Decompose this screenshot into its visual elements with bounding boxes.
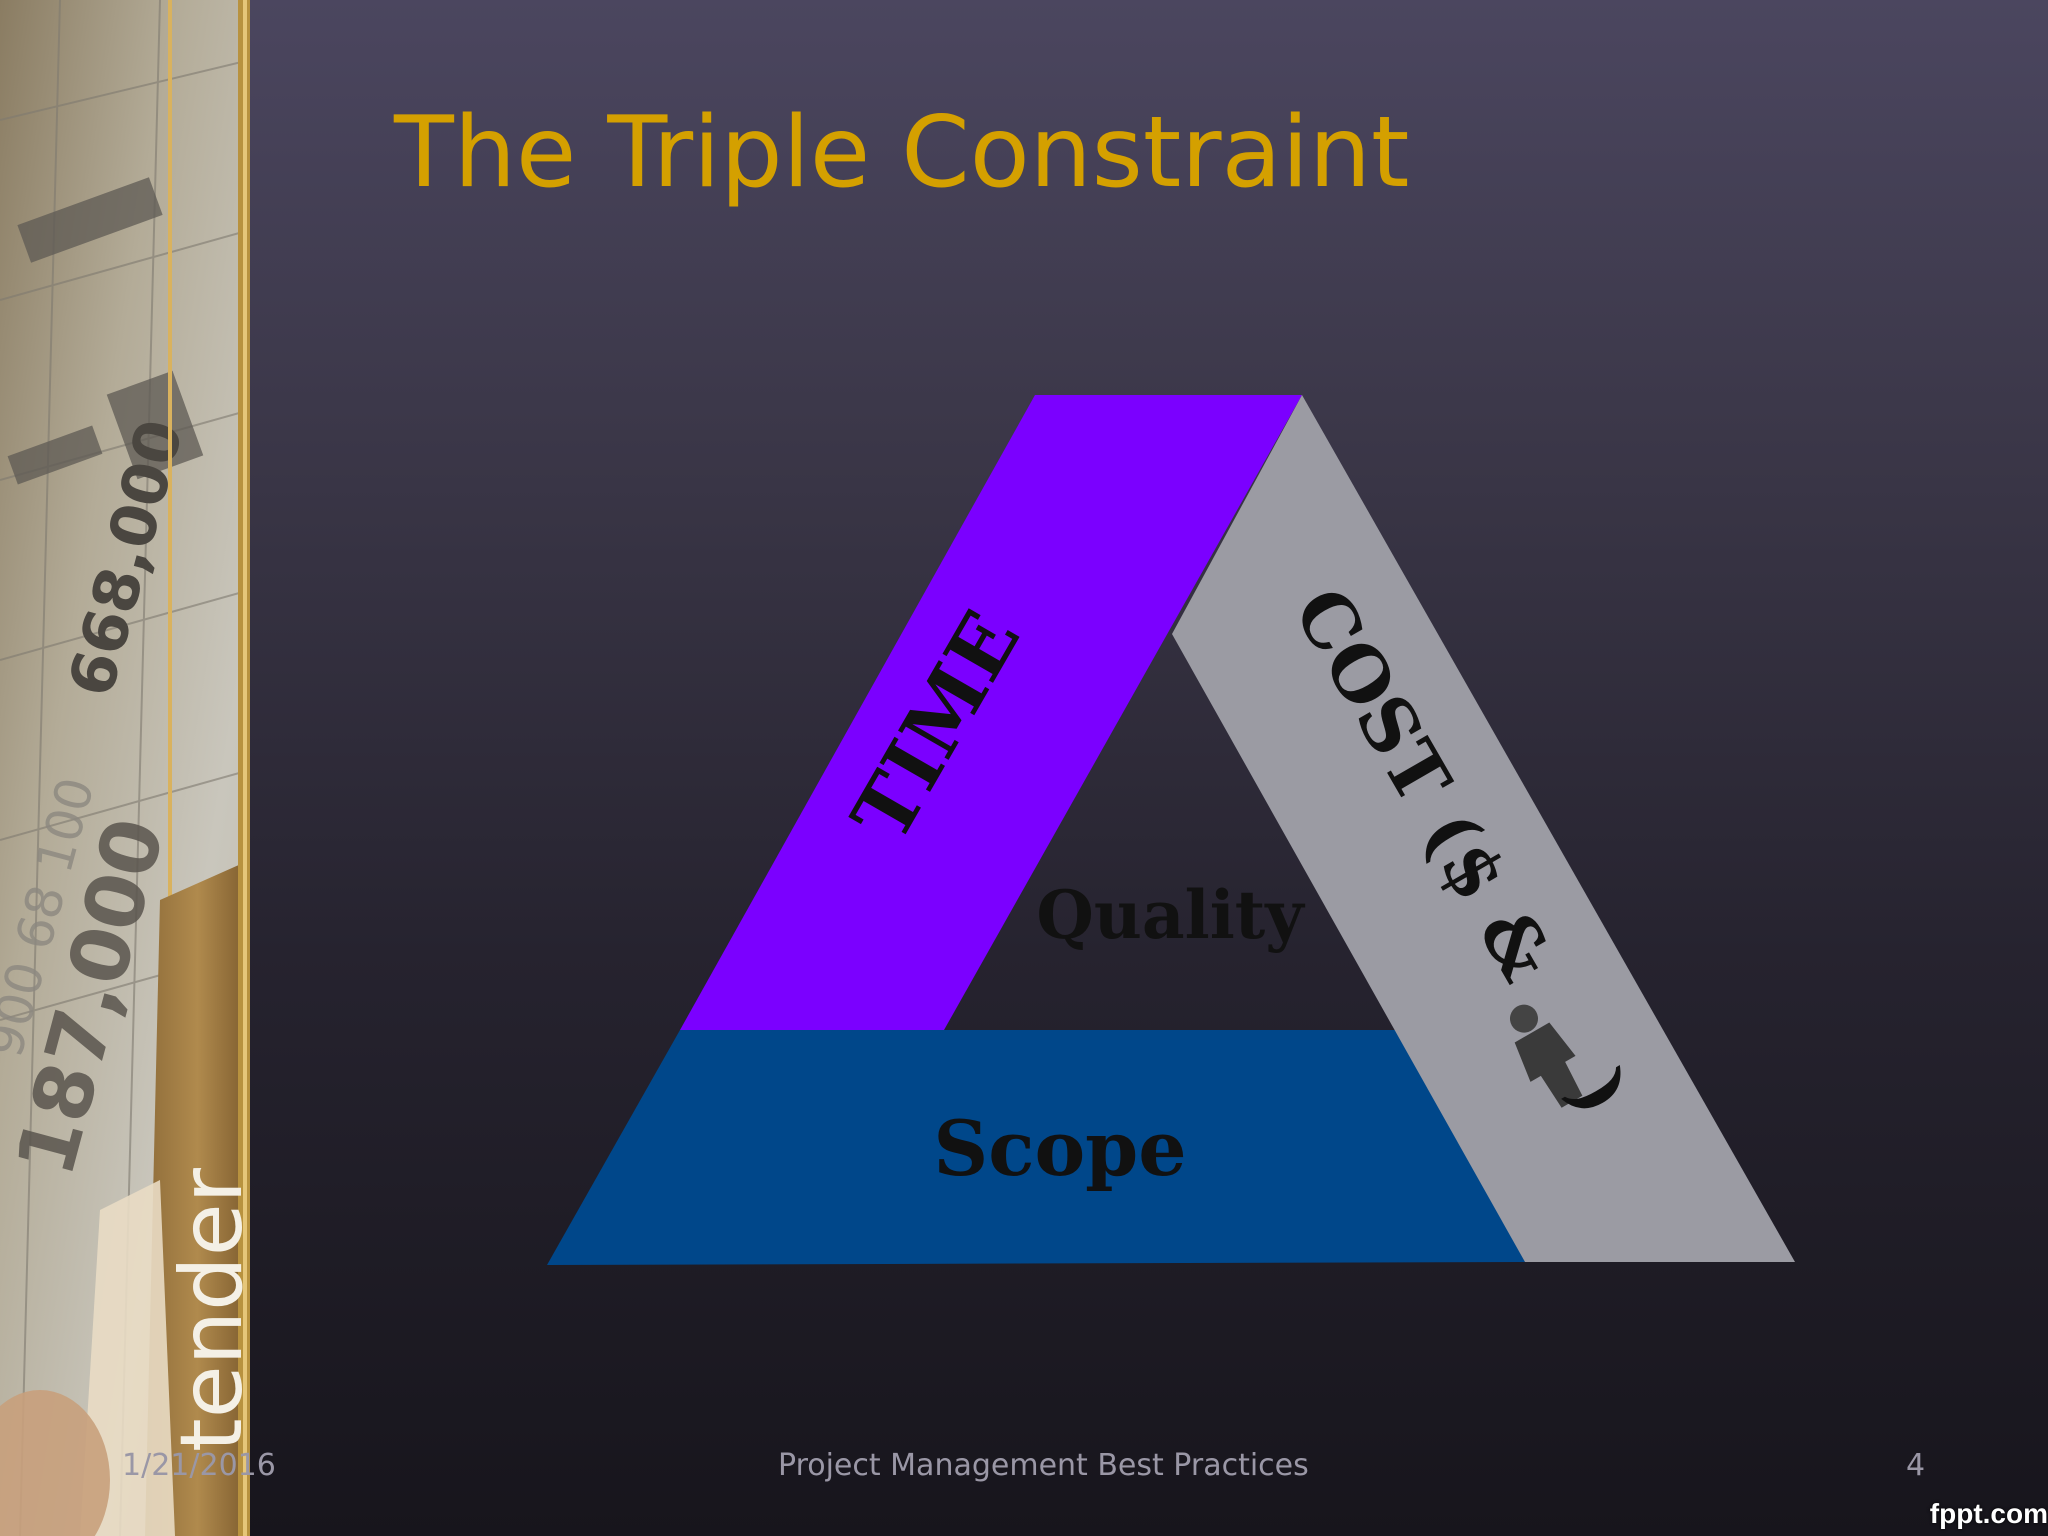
slide-number: 4 bbox=[1906, 1448, 1926, 1483]
slide-title: The Triple Constraint bbox=[394, 96, 1410, 210]
quality-label: Quality bbox=[1036, 876, 1305, 954]
scope-label: Scope bbox=[933, 1104, 1186, 1193]
money-photo: 668,000 187,000 900 68 100 bbox=[0, 0, 250, 1536]
time-side bbox=[680, 395, 1302, 1030]
sidebar-photo: 668,000 187,000 900 68 100 tender bbox=[0, 0, 250, 1536]
person-icon bbox=[1510, 1004, 1583, 1108]
cost-side bbox=[1172, 395, 1795, 1262]
footer-title: Project Management Best Practices bbox=[778, 1448, 1309, 1483]
watermark: fppt.com bbox=[1929, 1498, 2048, 1529]
footer-date: 1/21/2016 bbox=[122, 1448, 276, 1483]
scope-side bbox=[547, 1030, 1525, 1265]
